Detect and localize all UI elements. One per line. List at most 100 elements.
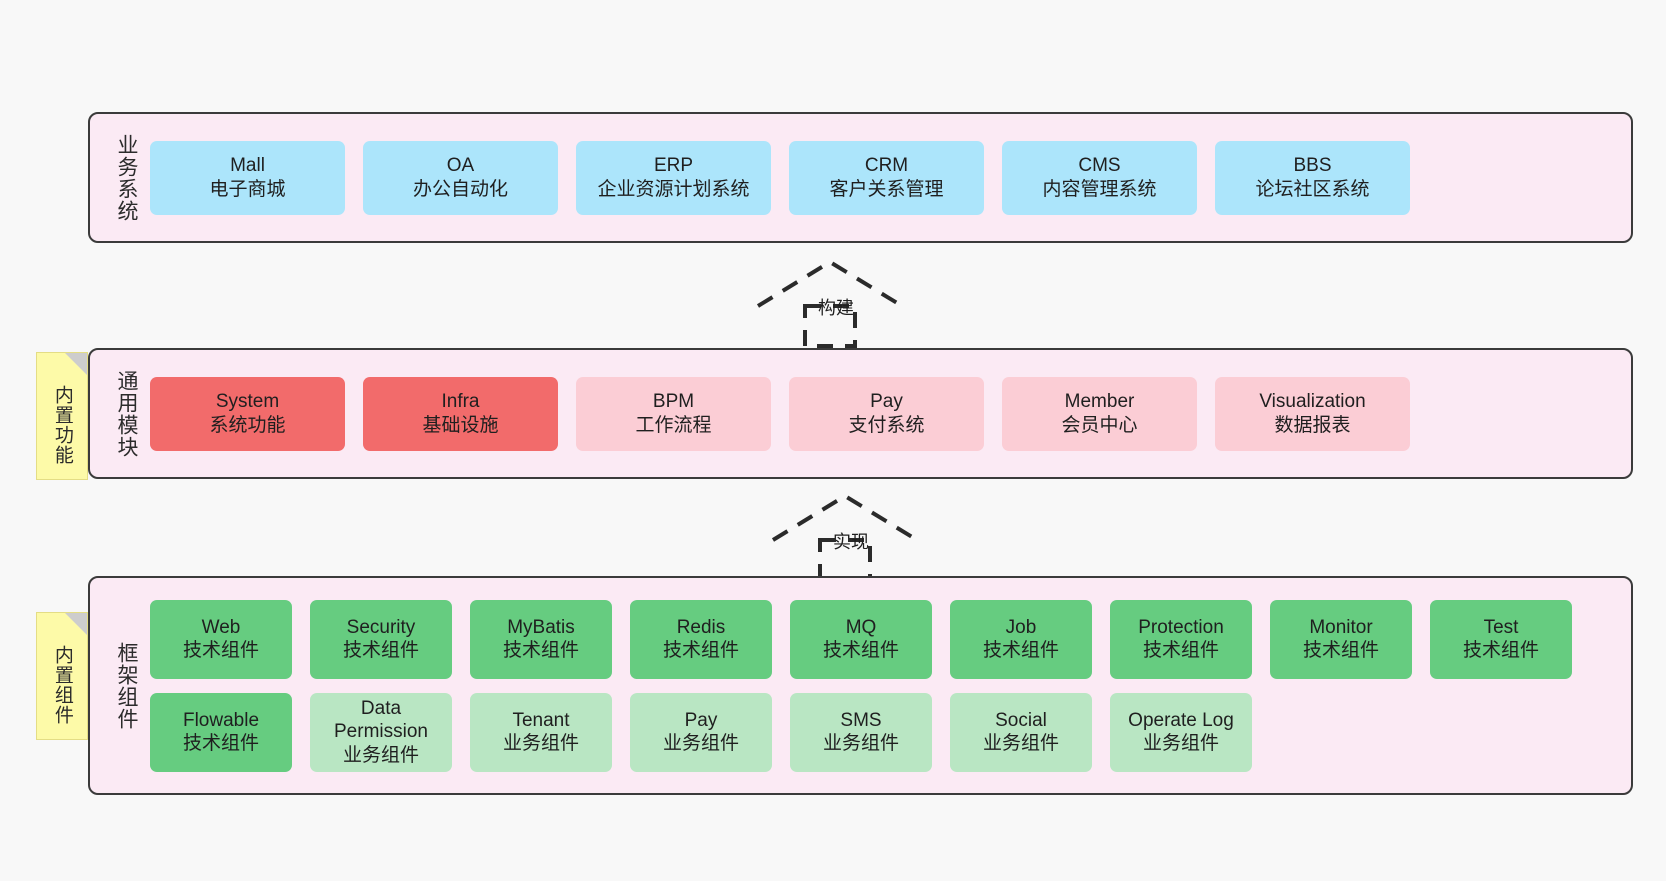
card-visualization-desc: 数据报表: [1274, 414, 1351, 436]
card-bpm-desc: 工作流程: [635, 414, 712, 436]
card-crm-desc: 客户关系管理: [829, 178, 944, 200]
card-security-desc: 技术组件: [342, 640, 419, 661]
card-web-desc: 技术组件: [182, 640, 259, 661]
card-redis[interactable]: Redis 技术组件: [630, 599, 772, 679]
card-data-permission-name: Data Permission: [334, 698, 428, 743]
card-tenant-desc: 业务组件: [502, 733, 579, 754]
card-member[interactable]: Member 会员中心: [1002, 376, 1197, 451]
card-pay-component[interactable]: Pay 业务组件: [630, 692, 772, 772]
card-bbs-name: BBS: [1293, 155, 1332, 177]
card-redis-name: Redis: [676, 616, 726, 638]
card-pay-module-name: Pay: [870, 391, 903, 413]
card-operate-log-name: Operate Log: [1128, 709, 1234, 731]
card-pay-component-name: Pay: [684, 709, 718, 731]
card-redis-desc: 技术组件: [662, 640, 739, 661]
card-oa-name: OA: [446, 155, 475, 177]
arrow-build-shaft: [803, 304, 857, 348]
card-erp-desc: 企业资源计划系统: [597, 178, 750, 200]
card-bpm-name: BPM: [652, 391, 695, 413]
card-member-desc: 会员中心: [1061, 414, 1138, 436]
card-bbs-desc: 论坛社区系统: [1255, 178, 1370, 200]
card-crm[interactable]: CRM 客户关系管理: [789, 140, 984, 215]
card-mq-desc: 技术组件: [822, 640, 899, 661]
card-system-name: System: [215, 391, 280, 413]
card-protection-desc: 技术组件: [1142, 640, 1219, 661]
card-web-name: Web: [201, 616, 241, 638]
card-mybatis-desc: 技术组件: [502, 640, 579, 661]
card-tenant[interactable]: Tenant 业务组件: [470, 692, 612, 772]
card-sms[interactable]: SMS 业务组件: [790, 692, 932, 772]
card-cms[interactable]: CMS 内容管理系统: [1002, 140, 1197, 215]
card-infra-name: Infra: [441, 391, 480, 413]
card-erp-name: ERP: [653, 155, 694, 177]
card-job[interactable]: Job 技术组件: [950, 599, 1092, 679]
card-oa[interactable]: OA 办公自动化: [363, 140, 558, 215]
layer-common-modules: 通用模块 System 系统功能 Infra 基础设施 BPM 工作流程 Pay…: [88, 348, 1633, 479]
layer-framework-components: 框架组件 Web 技术组件 Security 技术组件 MyBatis 技术组件…: [88, 576, 1633, 795]
card-pay-module-desc: 支付系统: [848, 414, 925, 436]
card-security[interactable]: Security 技术组件: [310, 599, 452, 679]
card-mall-name: Mall: [230, 155, 265, 177]
card-infra-desc: 基础设施: [422, 414, 499, 436]
note-fold-corner-icon: [65, 613, 87, 635]
card-pay-component-desc: 业务组件: [662, 733, 739, 754]
arrow-implement: 实现: [770, 492, 920, 582]
card-mybatis-name: MyBatis: [507, 616, 575, 638]
note-fold-corner-icon: [65, 353, 87, 375]
layer-title-common-modules: 通用模块: [115, 369, 138, 458]
card-data-permission[interactable]: Data Permission 业务组件: [310, 692, 452, 772]
card-web[interactable]: Web 技术组件: [150, 599, 292, 679]
card-visualization[interactable]: Visualization 数据报表: [1215, 376, 1410, 451]
card-erp[interactable]: ERP 企业资源计划系统: [576, 140, 771, 215]
card-social[interactable]: Social 业务组件: [950, 692, 1092, 772]
card-job-name: Job: [1005, 616, 1037, 638]
card-visualization-name: Visualization: [1259, 391, 1366, 413]
card-group-framework-components: Web 技术组件 Security 技术组件 MyBatis 技术组件 Redi…: [142, 599, 1631, 772]
card-mybatis[interactable]: MyBatis 技术组件: [470, 599, 612, 679]
sticky-note-builtin-components-label: 内置组件: [51, 645, 73, 725]
card-job-desc: 技术组件: [982, 640, 1059, 661]
layer-title-business-systems: 业务系统: [115, 133, 138, 222]
card-test-desc: 技术组件: [1462, 640, 1539, 661]
card-data-permission-desc: 业务组件: [342, 744, 419, 766]
sticky-note-builtin-components: 内置组件: [36, 612, 88, 740]
card-mall[interactable]: Mall 电子商城: [150, 140, 345, 215]
card-bbs[interactable]: BBS 论坛社区系统: [1215, 140, 1410, 215]
sticky-note-builtin-functions-label: 内置功能: [51, 385, 73, 465]
card-cms-desc: 内容管理系统: [1042, 178, 1157, 200]
card-security-name: Security: [346, 616, 416, 638]
card-protection-name: Protection: [1138, 616, 1224, 638]
card-pay-module[interactable]: Pay 支付系统: [789, 376, 984, 451]
card-member-name: Member: [1064, 391, 1135, 413]
card-test-name: Test: [1483, 616, 1519, 638]
card-cms-name: CMS: [1078, 155, 1121, 177]
card-oa-desc: 办公自动化: [412, 178, 508, 200]
card-sms-desc: 业务组件: [822, 733, 899, 754]
layer-title-framework-components: 框架组件: [115, 641, 138, 730]
card-mq-name: MQ: [845, 616, 877, 638]
card-monitor-name: Monitor: [1309, 616, 1373, 638]
card-protection[interactable]: Protection 技术组件: [1110, 599, 1252, 679]
card-flowable-desc: 技术组件: [182, 733, 259, 754]
card-mq[interactable]: MQ 技术组件: [790, 599, 932, 679]
card-system-desc: 系统功能: [209, 414, 286, 436]
card-flowable[interactable]: Flowable 技术组件: [150, 692, 292, 772]
card-group-business-systems: Mall 电子商城 OA 办公自动化 ERP 企业资源计划系统 CRM 客户关系…: [142, 140, 1631, 215]
card-sms-name: SMS: [840, 709, 882, 731]
card-monitor-desc: 技术组件: [1302, 640, 1379, 661]
card-flowable-name: Flowable: [182, 709, 260, 731]
card-social-desc: 业务组件: [982, 733, 1059, 754]
arrow-implement-label: 实现: [833, 532, 869, 552]
arrow-build: 构建: [755, 258, 905, 348]
card-test[interactable]: Test 技术组件: [1430, 599, 1572, 679]
card-tenant-name: Tenant: [512, 709, 570, 731]
card-crm-name: CRM: [864, 155, 909, 177]
card-infra[interactable]: Infra 基础设施: [363, 376, 558, 451]
arrow-build-label: 构建: [818, 298, 854, 318]
card-operate-log-desc: 业务组件: [1142, 733, 1219, 754]
card-system[interactable]: System 系统功能: [150, 376, 345, 451]
card-operate-log[interactable]: Operate Log 业务组件: [1110, 692, 1252, 772]
card-bpm[interactable]: BPM 工作流程: [576, 376, 771, 451]
card-monitor[interactable]: Monitor 技术组件: [1270, 599, 1412, 679]
